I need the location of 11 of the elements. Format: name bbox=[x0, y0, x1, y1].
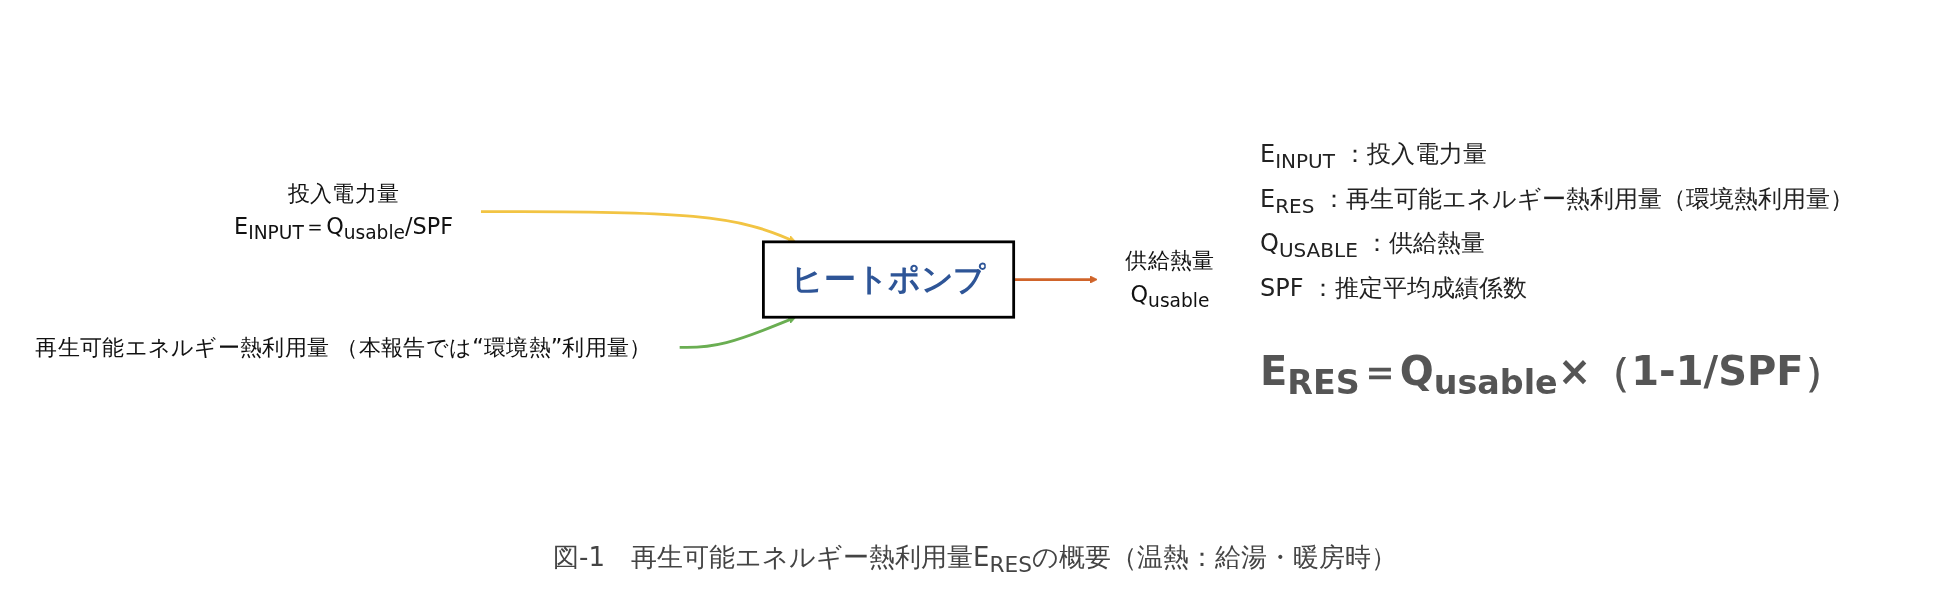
node-text: 供給熱量 Q$_{usable}$ bbox=[1125, 247, 1215, 312]
definition-text: SPF ：推定平均成績係数 bbox=[1260, 273, 1529, 305]
node-text: 投入電力量 E$_{INPUT}$＝Q$_{usable}$/SPF bbox=[234, 179, 454, 244]
node-text: 再生可能エネルギー熱利用量 （本報告では“環境熱”利用量） bbox=[35, 334, 652, 361]
definition-text: E$_{RES}$ ：再生可能エネルギー熱利用量（環境熱利用量） bbox=[1260, 183, 1856, 218]
definition-text: Q$_{USABLE}$ ：供給熱量 bbox=[1260, 228, 1487, 263]
node-box: ヒートポンプ bbox=[762, 240, 1016, 319]
arrow bbox=[1013, 275, 1098, 284]
definition-text: E$_{INPUT}$ ：投入電力量 bbox=[1260, 138, 1488, 173]
figure-caption: 図-1 再生可能エネルギー熱利用量E$_{RES}$の概要（温熱：給湯・暖房時） bbox=[552, 541, 1398, 578]
formula-text: E$_{RES}$＝Q$_{usable}$×（1-1/SPF） bbox=[1260, 347, 1845, 403]
